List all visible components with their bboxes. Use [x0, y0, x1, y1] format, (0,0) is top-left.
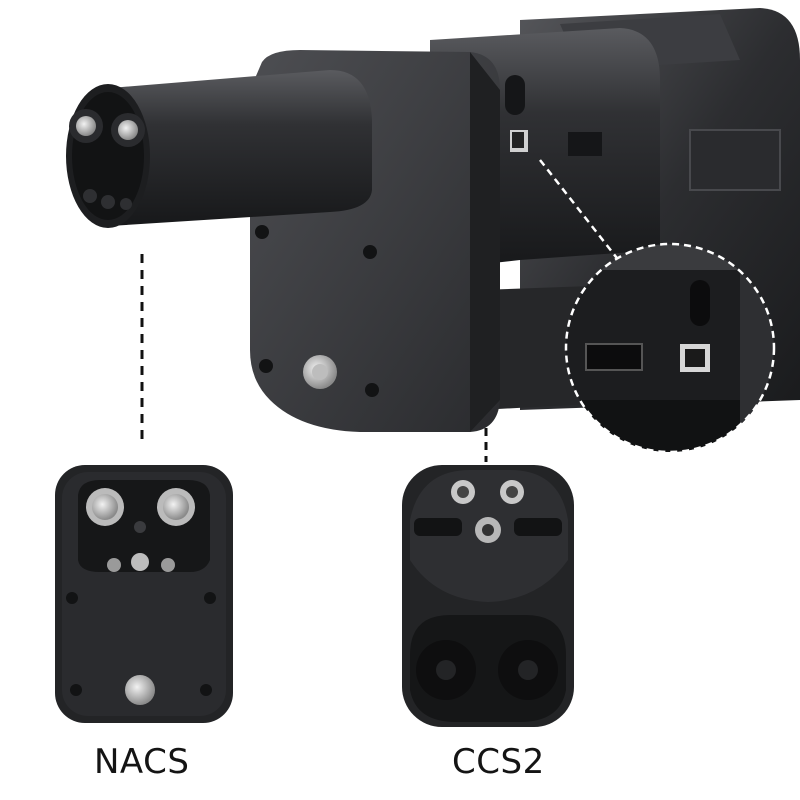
ccs2-connector-face	[402, 465, 574, 727]
ccs2-label: CCS2	[452, 742, 545, 782]
nacs-connector-face	[55, 465, 233, 723]
nacs-label: NACS	[94, 742, 190, 782]
